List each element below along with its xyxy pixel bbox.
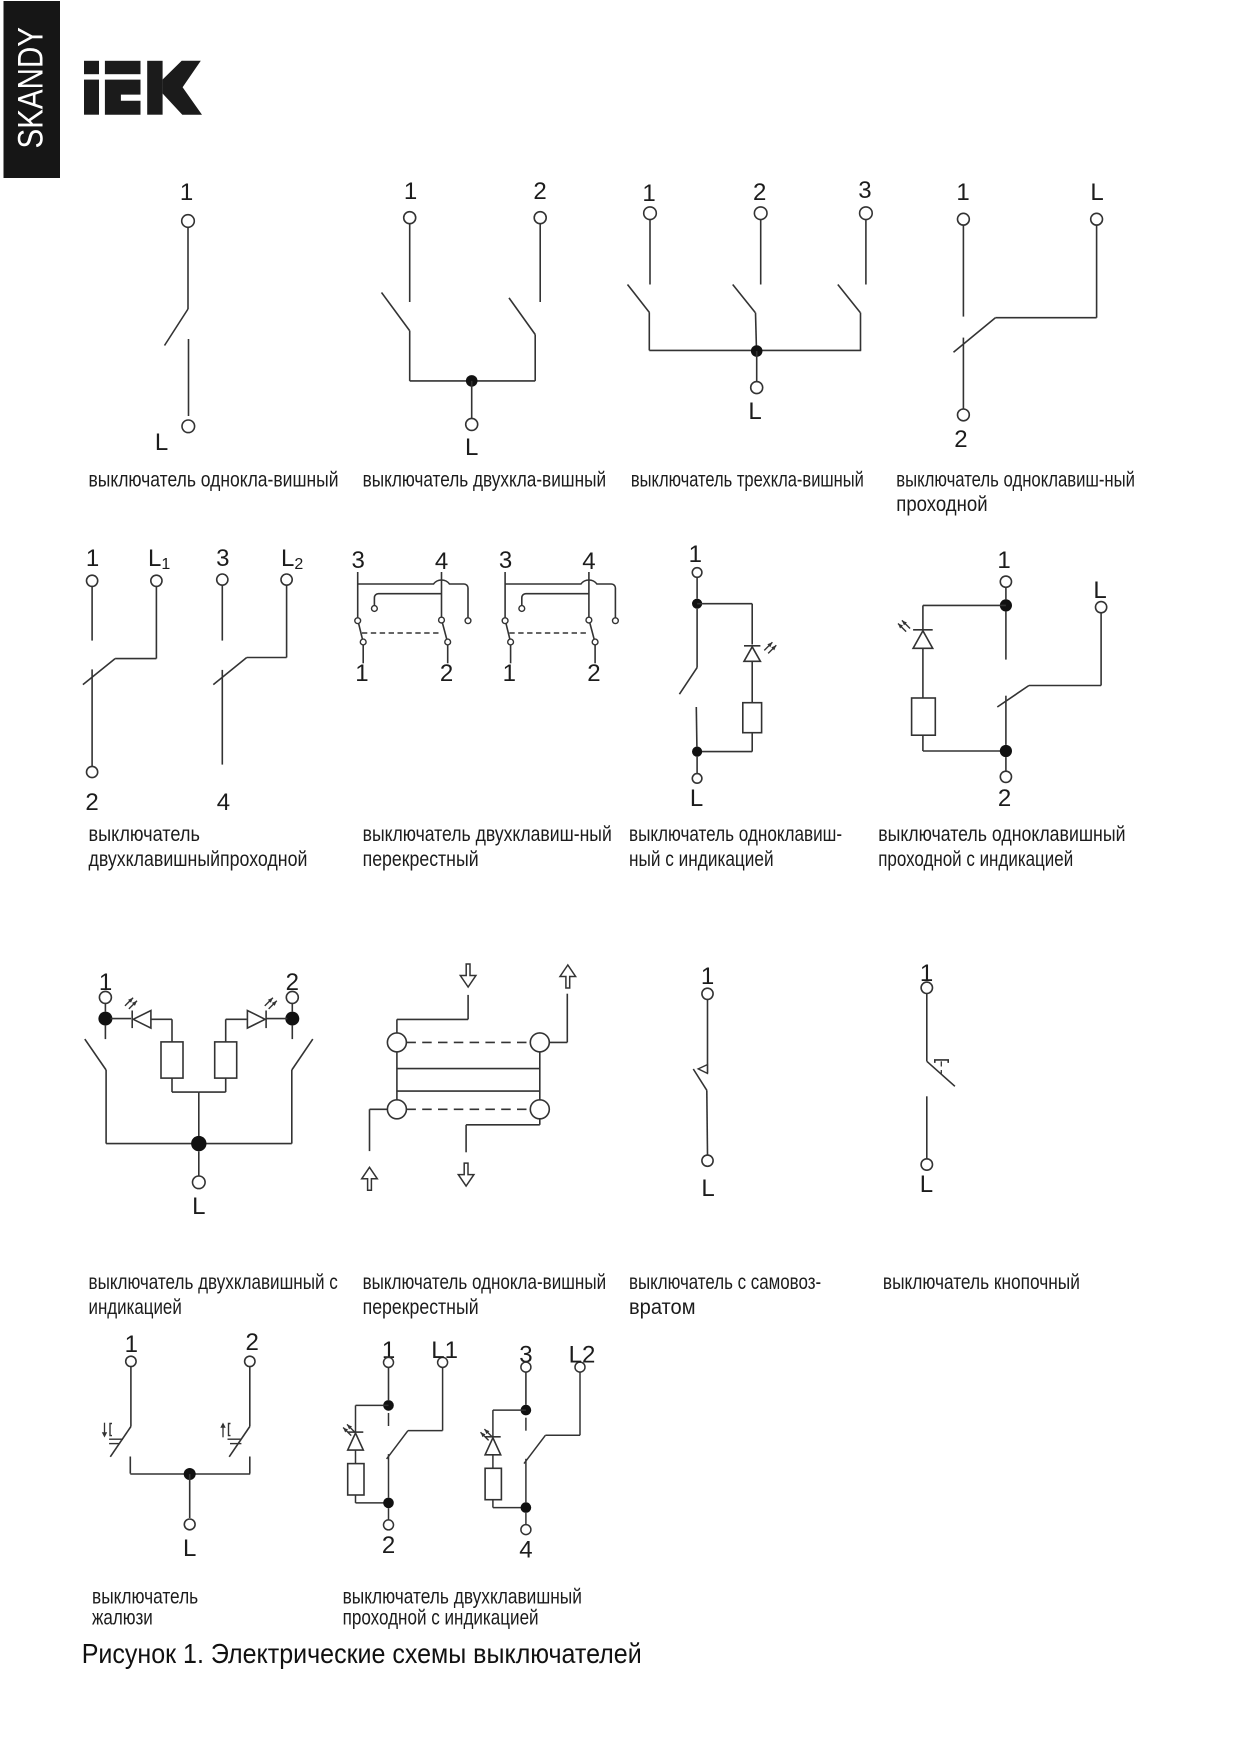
svg-text:2: 2 [587,660,600,687]
svg-text:L: L [183,1535,196,1562]
svg-text:1: 1 [997,547,1010,574]
svg-text:L: L [1090,179,1103,206]
svg-text:3: 3 [499,547,512,574]
svg-text:выключатель однокла-вишный: выключатель однокла-вишный [89,469,339,492]
svg-text:выключатель одноклавиш-ный: выключатель одноклавиш-ный [896,469,1135,492]
svg-text:1: 1 [920,960,933,987]
svg-text:2: 2 [286,969,299,996]
svg-text:выключатель однокла-вишный: выключатель однокла-вишный [363,1271,606,1294]
svg-text:проходной: проходной [896,493,987,516]
svg-text:3: 3 [216,545,229,572]
svg-text:выключатель двухклавиш-ный: выключатель двухклавиш-ный [363,823,612,846]
svg-text:2: 2 [246,1329,259,1356]
svg-text:2: 2 [85,789,98,816]
svg-text:2: 2 [382,1532,395,1559]
svg-text:2: 2 [998,785,1011,812]
svg-text:2: 2 [440,660,453,687]
svg-text:L: L [1093,577,1106,604]
svg-text:жалюзи: жалюзи [92,1607,153,1630]
svg-text:выключатель: выключатель [89,823,200,846]
svg-text:индикацией: индикацией [89,1296,182,1319]
svg-text:1: 1 [125,1331,138,1358]
svg-text:L: L [920,1171,933,1198]
svg-text:2: 2 [753,179,766,206]
svg-text:2: 2 [533,178,546,205]
svg-text:выключатель с самовоз-: выключатель с самовоз- [629,1271,821,1294]
svg-text:1: 1 [689,541,702,568]
svg-text:перекрестный: перекрестный [363,848,479,871]
svg-text:1: 1 [404,178,417,205]
svg-text:выключатель трехкла-вишный: выключатель трехкла-вишный [631,469,864,492]
svg-text:проходной с индикацией: проходной с индикацией [343,1607,539,1630]
svg-text:1: 1 [355,660,368,687]
svg-text:1: 1 [86,545,99,572]
svg-text:L: L [748,398,761,425]
svg-text:проходной с индикацией: проходной с индикацией [878,848,1073,871]
svg-text:L1: L1 [431,1337,458,1364]
svg-text:1: 1 [503,660,516,687]
svg-text:ный с индикацией: ный с индикацией [629,848,774,871]
svg-text:1: 1 [99,969,112,996]
svg-text:4: 4 [582,548,595,575]
svg-text:выключатель одноклавишный: выключатель одноклавишный [878,823,1125,846]
svg-text:выключатель двухклавишный: выключатель двухклавишный [343,1586,582,1609]
svg-text:выключатель кнопочный: выключатель кнопочный [883,1271,1080,1294]
svg-text:выключатель: выключатель [92,1586,198,1609]
svg-text:вратом: вратом [629,1296,696,1319]
svg-text:4: 4 [217,789,230,816]
svg-text:1: 1 [180,179,193,206]
svg-text:1: 1 [382,1337,395,1364]
svg-text:1: 1 [956,179,969,206]
svg-text:4: 4 [519,1537,532,1564]
svg-text:L2: L2 [569,1342,596,1369]
svg-text:1: 1 [701,963,714,990]
svg-text:L: L [690,785,703,812]
svg-text:L: L [192,1193,205,1220]
svg-text:перекрестный: перекрестный [363,1296,479,1319]
svg-text:L: L [155,429,168,456]
svg-text:1: 1 [642,180,655,207]
svg-text:SKANDY: SKANDY [12,27,51,149]
svg-text:3: 3 [858,177,871,204]
svg-text:L: L [701,1175,714,1202]
svg-text:3: 3 [352,547,365,574]
svg-text:L: L [465,434,478,461]
svg-text:Рисунок 1. Электрические схемы: Рисунок 1. Электрические схемы выключате… [82,1638,642,1669]
svg-text:3: 3 [519,1342,532,1369]
svg-text:4: 4 [435,548,448,575]
svg-text:2: 2 [954,426,967,453]
svg-text:выключатель двухкла-вишный: выключатель двухкла-вишный [363,469,606,492]
svg-text:двухклавишныйпроходной: двухклавишныйпроходной [89,848,308,871]
svg-text:выключатель двухклавишный с: выключатель двухклавишный с [89,1271,338,1294]
svg-text:выключатель одноклавиш-: выключатель одноклавиш- [629,823,842,846]
